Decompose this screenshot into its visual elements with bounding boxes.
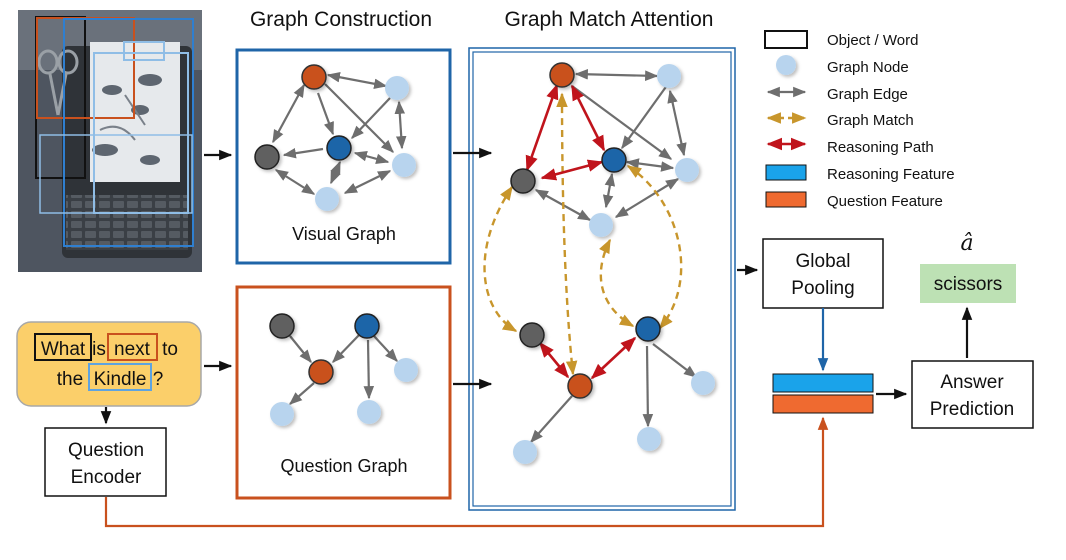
question-word-next: next [114,339,151,360]
question-word-to: to [162,339,178,360]
global-pooling-line2: Pooling [791,278,854,299]
answer-text: scissors [934,274,1003,295]
answer-prediction-line1: Answer [940,372,1004,393]
visual-graph-edges [272,72,407,195]
node-gray [254,144,280,170]
node-light [675,158,699,182]
question-encoder-line1: Question [68,440,144,461]
word-box-kindle [88,363,152,391]
legend-question-feature: Question Feature [827,193,943,210]
node-blue [601,147,627,173]
node-light [513,440,537,464]
node-light [392,153,416,177]
legend-reasoning-path: Reasoning Path [827,139,934,156]
answer-prediction-box: Answer Prediction [911,360,1034,429]
flow-arrows [100,147,973,425]
reasoning-paths [525,83,637,380]
question-word-what: What [41,339,86,360]
question-encoder-line2: Encoder [71,467,142,488]
node-light [315,187,339,211]
global-pooling-line1: Global [796,251,851,272]
word-box-what [34,333,92,361]
answer-symbol: â [960,231,973,256]
global-pooling-box: Global Pooling [762,238,884,309]
node-gray [510,168,536,194]
legend-graph-edge: Graph Edge [827,86,908,103]
node-light [657,64,681,88]
question-graph-edges [289,333,398,405]
input-photo [18,10,202,272]
question-word-qmark: ? [153,369,164,390]
legend-object-word: Object / Word [827,32,918,49]
match-lower-edges [530,343,698,443]
node-blue [354,313,380,339]
node-light [270,402,294,426]
legend-reasoning-feature: Reasoning Feature [827,166,955,183]
answer-box [920,264,1016,303]
word-box-next [107,333,158,361]
answer-prediction-line2: Prediction [930,399,1015,420]
legend-graph-match: Graph Match [827,112,914,129]
question-encoder-box: Question Encoder [44,427,167,497]
node-light [691,371,715,395]
node-orange [567,373,593,399]
legend-reasoning-feature-swatch [765,164,807,181]
legend-question-feature-swatch [765,191,807,208]
visual-graph-panel: Visual Graph [235,48,452,265]
node-blue [326,135,352,161]
legend-object-swatch [764,30,808,49]
node-orange [308,359,334,385]
node-gray [519,322,545,348]
question-graph-panel: Question Graph [235,285,452,500]
node-light [385,76,409,100]
visual-graph-label: Visual Graph [292,224,396,244]
node-light [589,213,613,237]
node-blue [635,316,661,342]
encoder-to-feature-arrow [104,416,829,528]
question-word-the: the [57,369,83,390]
graph-match-panel [468,47,736,511]
title-graph-construction: Graph Construction [250,8,432,31]
node-light [357,400,381,424]
question-graph-label: Question Graph [280,456,407,476]
title-graph-match-attention: Graph Match Attention [505,8,714,31]
graph-match-links [483,92,683,376]
node-orange [549,62,575,88]
question-bubble: What is next to the Kindle ? [16,321,202,407]
legend-node-swatch [776,55,796,75]
legend-graph-node: Graph Node [827,59,909,76]
node-orange [301,64,327,90]
reasoning-feature-bar [772,373,874,393]
node-light [637,427,661,451]
question-feature-bar [772,394,874,414]
node-light [394,358,418,382]
legend: Object / Word Graph Node Graph Edge Grap… [764,30,955,210]
question-word-kindle: Kindle [94,369,147,390]
question-word-is: is [92,339,106,360]
node-gray [269,313,295,339]
